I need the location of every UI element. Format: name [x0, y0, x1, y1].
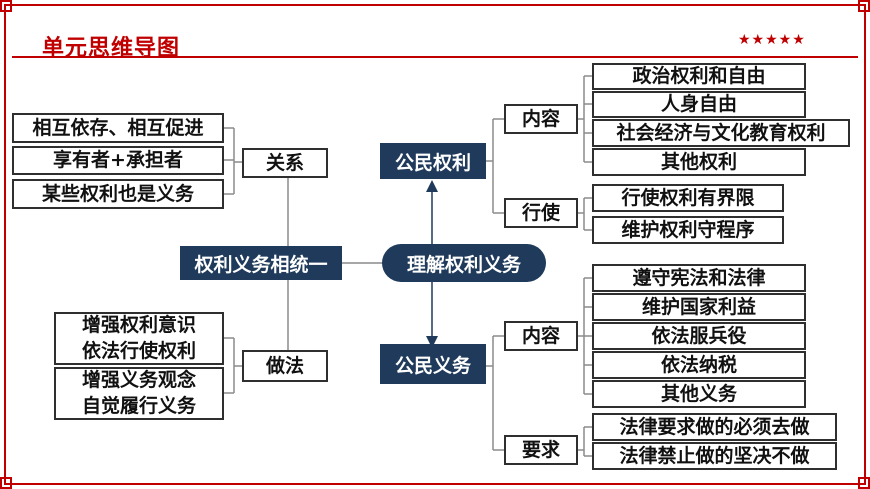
frame-corner-bottom-left	[0, 477, 12, 489]
frame-corner-top-left	[0, 0, 12, 12]
rights-exercise-item: 行使权利有界限	[592, 184, 784, 212]
method-item-line: 增强义务观念	[81, 368, 196, 391]
method-item: 增强权利意识 依法行使权利	[54, 312, 224, 365]
title-divider	[12, 56, 858, 58]
method-node: 做法	[242, 350, 328, 382]
center-node: 理解权利义务	[382, 244, 546, 282]
method-item-line: 依法行使权利	[81, 339, 196, 362]
duties-content-item: 维护国家利益	[592, 293, 806, 321]
duties-node: 公民义务	[380, 344, 486, 384]
relation-item: 享有者+承担者	[12, 146, 224, 175]
rights-content-item: 政治权利和自由	[592, 63, 806, 90]
method-item-line: 增强权利意识	[81, 313, 196, 336]
method-item: 增强义务观念 自觉履行义务	[54, 367, 224, 420]
duties-content-node: 内容	[504, 321, 578, 351]
frame-corner-bottom-right	[858, 477, 870, 489]
duties-requirement-item: 法律要求做的必须去做	[592, 413, 837, 441]
relation-node: 关系	[242, 148, 328, 178]
duties-requirement-item: 法律禁止做的坚决不做	[592, 442, 837, 470]
duties-content-item: 依法纳税	[592, 351, 806, 379]
rights-content-item: 社会经济与文化教育权利	[592, 119, 850, 147]
rights-exercise-node: 行使	[504, 198, 578, 228]
frame-corner-top-right	[858, 0, 870, 12]
unity-node: 权利义务相统一	[180, 246, 342, 280]
duties-content-item: 依法服兵役	[592, 322, 806, 350]
rights-content-item: 其他权利	[592, 148, 806, 176]
star-decoration: ★★★★★	[738, 32, 806, 48]
relation-item: 相互依存、相互促进	[12, 113, 224, 143]
rights-content-item: 人身自由	[592, 91, 806, 118]
relation-item: 某些权利也是义务	[12, 179, 224, 209]
duties-requirement-node: 要求	[504, 435, 578, 465]
duties-content-item: 其他义务	[592, 380, 806, 408]
rights-exercise-item: 维护权利守程序	[592, 216, 784, 244]
page-frame	[4, 4, 866, 485]
rights-content-node: 内容	[504, 104, 578, 134]
method-item-line: 自觉履行义务	[81, 394, 196, 417]
duties-content-item: 遵守宪法和法律	[592, 264, 806, 292]
rights-node: 公民权利	[380, 143, 486, 179]
